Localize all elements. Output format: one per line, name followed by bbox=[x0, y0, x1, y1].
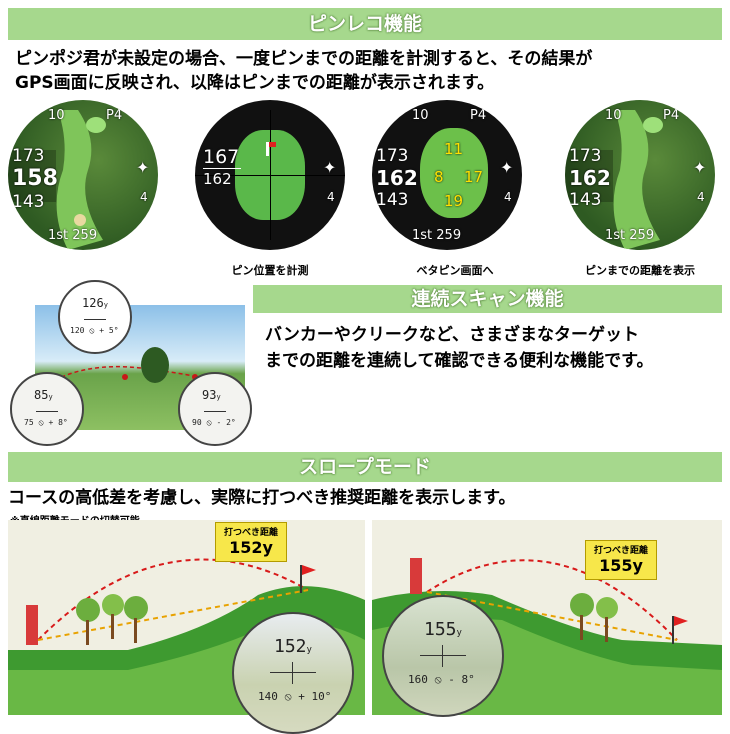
pin-flag-icon bbox=[266, 142, 269, 156]
rangefinder-view-downhill: 155y 160 ⦸ - 8° bbox=[382, 595, 504, 717]
rangefinder-view-uphill: 152y 140 ⦸ + 10° bbox=[232, 612, 354, 734]
scan-distance-left: 85 bbox=[34, 388, 49, 402]
green-top-distance: 11 bbox=[444, 140, 464, 158]
green-bottom-distance: 19 bbox=[444, 192, 464, 210]
compass-icon: ✦ bbox=[693, 158, 707, 177]
callout-label: 打つべき距離 bbox=[223, 528, 278, 538]
caption-green-view: ベタピン画面へ bbox=[416, 264, 494, 277]
callout-value: 152y bbox=[229, 538, 273, 557]
slope-callout-downhill: 打つべき距離 155y bbox=[585, 540, 657, 580]
distance-center: 162 bbox=[569, 166, 611, 190]
distance-front: 143 bbox=[569, 190, 602, 210]
course-map-graphic bbox=[8, 110, 106, 250]
scan-sub-top: 120 ⦸ + 5° bbox=[70, 326, 119, 335]
slope-desc: コースの高低差を考慮し、実際に打つべき推奨距離を表示します。 bbox=[8, 488, 516, 508]
par-label: P4 bbox=[663, 108, 680, 123]
course-map-graphic bbox=[565, 110, 663, 250]
section-title-continuous-scan: 連続スキャン機能 bbox=[253, 285, 722, 313]
scan-desc-line1: バンカーやクリークなど、さまざまなターゲット bbox=[265, 325, 639, 345]
compass-icon: ✦ bbox=[323, 158, 337, 177]
scan-distance-right: 93 bbox=[202, 388, 217, 402]
rangefinder-view-right: 93y 90 ⦸ - 2° bbox=[178, 372, 252, 446]
rangefinder-view-left: 85y 75 ⦸ + 8° bbox=[10, 372, 84, 446]
slope-callout-uphill: 打つべき距離 152y bbox=[215, 522, 287, 562]
hazard-count: 4 bbox=[697, 190, 705, 204]
pinreco-desc-line1: ピンポジ君が未設定の場合、一度ピンまでの距離を計測すると、その結果が bbox=[15, 49, 593, 69]
shot-distance: 1st 259 bbox=[48, 228, 98, 243]
distance-back: 173 bbox=[376, 146, 409, 166]
distance-center: 162 bbox=[376, 166, 418, 190]
shot-distance: 1st 259 bbox=[605, 228, 655, 243]
compass-icon: ✦ bbox=[136, 158, 150, 177]
downhill-sub: 160 ⦸ - 8° bbox=[408, 673, 475, 686]
hole-number: 10 bbox=[412, 108, 429, 123]
watch-gps-screen-2: 10 P4 173 162 143 ✦ 4 1st 259 bbox=[565, 100, 715, 250]
uphill-sub: 140 ⦸ + 10° bbox=[258, 690, 332, 703]
callout-label: 打つべき距離 bbox=[593, 546, 648, 556]
watch-gps-screen-1: 10 P4 173 158 143 ✦ 4 1st 259 bbox=[8, 100, 158, 250]
callout-value: 155y bbox=[599, 556, 643, 575]
green-right-distance: 17 bbox=[464, 168, 484, 186]
hazard-count: 4 bbox=[140, 190, 148, 204]
distance-back: 167 bbox=[203, 146, 240, 168]
scan-desc-line2: までの距離を連続して確認できる便利な機能です。 bbox=[265, 351, 654, 371]
green-shape bbox=[420, 128, 488, 218]
distance-front: 143 bbox=[12, 192, 45, 212]
section-title-pinreco: ピンレコ機能 bbox=[8, 8, 722, 40]
distance-center: 158 bbox=[12, 166, 58, 191]
scan-sub-right: 90 ⦸ - 2° bbox=[192, 418, 236, 427]
distance-back: 173 bbox=[12, 146, 45, 166]
watch-green-view-screen: 10 P4 173 162 143 11 8 17 19 ✦ 4 1st 259 bbox=[372, 100, 522, 250]
compass-icon: ✦ bbox=[500, 158, 514, 177]
par-label: P4 bbox=[106, 108, 123, 123]
caption-pin-distance: ピンまでの距離を表示 bbox=[585, 264, 695, 277]
distance-back: 173 bbox=[569, 146, 602, 166]
distance-front: 162 bbox=[203, 170, 232, 188]
scan-distance-top: 126 bbox=[82, 296, 104, 310]
watch-pin-measure-screen: 167 162 ✦ 4 bbox=[195, 100, 345, 250]
hazard-count: 4 bbox=[327, 190, 335, 204]
caption-pin-measure: ピン位置を計測 bbox=[231, 264, 309, 277]
green-left-distance: 8 bbox=[434, 168, 444, 186]
scan-sub-left: 75 ⦸ + 8° bbox=[24, 418, 68, 427]
shot-distance: 1st 259 bbox=[412, 228, 462, 243]
downhill-distance: 155 bbox=[424, 619, 457, 640]
section-title-slope-mode: スロープモード bbox=[8, 452, 722, 482]
hazard-count: 4 bbox=[504, 190, 512, 204]
rangefinder-view-top: 126y 120 ⦸ + 5° bbox=[58, 280, 132, 354]
distance-front: 143 bbox=[376, 190, 409, 210]
hole-number: 10 bbox=[48, 108, 65, 123]
uphill-distance: 152 bbox=[274, 636, 307, 657]
hole-number: 10 bbox=[605, 108, 622, 123]
pinreco-desc-line2: GPS画面に反映され、以降はピンまでの距離が表示されます。 bbox=[15, 73, 495, 93]
par-label: P4 bbox=[470, 108, 487, 123]
